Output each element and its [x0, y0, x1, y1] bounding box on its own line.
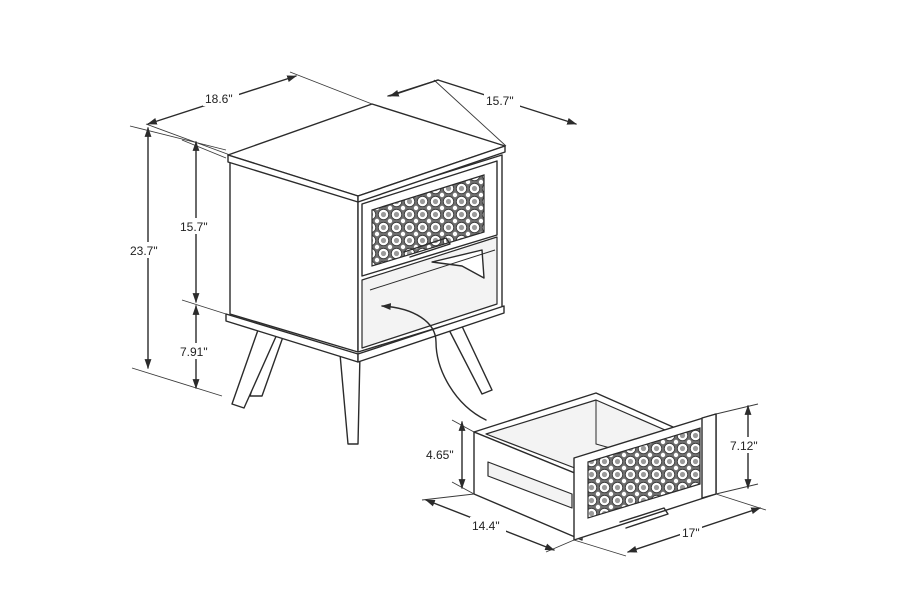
bottom-edge-right — [357, 305, 505, 363]
shelf-back-line — [369, 249, 496, 291]
drawer-side-slot — [487, 461, 573, 509]
drawer-pointer-arrow — [381, 303, 487, 421]
ext-height-bottom — [131, 367, 223, 397]
label-drawer-front-height: 7.12" — [730, 439, 758, 453]
ext-drawer-width-end — [715, 493, 767, 511]
label-body-height: 15.7" — [180, 220, 208, 234]
ext-drawer-inner-bottom — [451, 481, 475, 495]
label-total-height: 23.7" — [130, 244, 158, 258]
ext-top-back — [289, 71, 373, 105]
back-right-leg — [445, 321, 493, 395]
dimension-labels: 18.6" 15.7" 23.7" 15.7" 7.91" 4.65" 7.12… — [128, 90, 770, 540]
ext-drawer-depth-end — [545, 539, 575, 553]
label-leg-height: 7.91" — [180, 345, 208, 359]
drawer-handle — [403, 237, 451, 258]
ext-drawer-inner-top — [451, 419, 475, 433]
dim-top-depth-start — [389, 79, 439, 97]
drawer-front-edge — [701, 413, 717, 499]
label-top-width: 18.6" — [205, 92, 233, 106]
label-drawer-width: 17" — [682, 526, 700, 540]
ext-height-top — [129, 125, 227, 151]
drawer-drawing — [473, 392, 717, 541]
nightstand-drawing — [225, 103, 506, 445]
shelf-inner-panel — [431, 249, 485, 279]
ext-drawer-width-start — [573, 539, 627, 557]
front-right-leg — [339, 353, 361, 445]
ext-drawer-front-bottom — [715, 483, 759, 495]
ext-drawer-front-top — [715, 403, 759, 415]
ext-body-bottom — [181, 299, 227, 315]
drawer-lattice-panel — [371, 174, 485, 267]
label-drawer-inner-height: 4.65" — [426, 448, 454, 462]
label-drawer-depth: 14.4" — [472, 519, 500, 533]
label-top-depth: 15.7" — [486, 94, 514, 108]
ext-top-left — [145, 123, 231, 156]
ext-drawer-depth-start — [421, 493, 475, 501]
ext-top-right — [433, 79, 507, 147]
ext-body-top — [181, 139, 227, 159]
top-edge-right — [357, 145, 506, 203]
drawer-front-lattice — [587, 427, 701, 519]
